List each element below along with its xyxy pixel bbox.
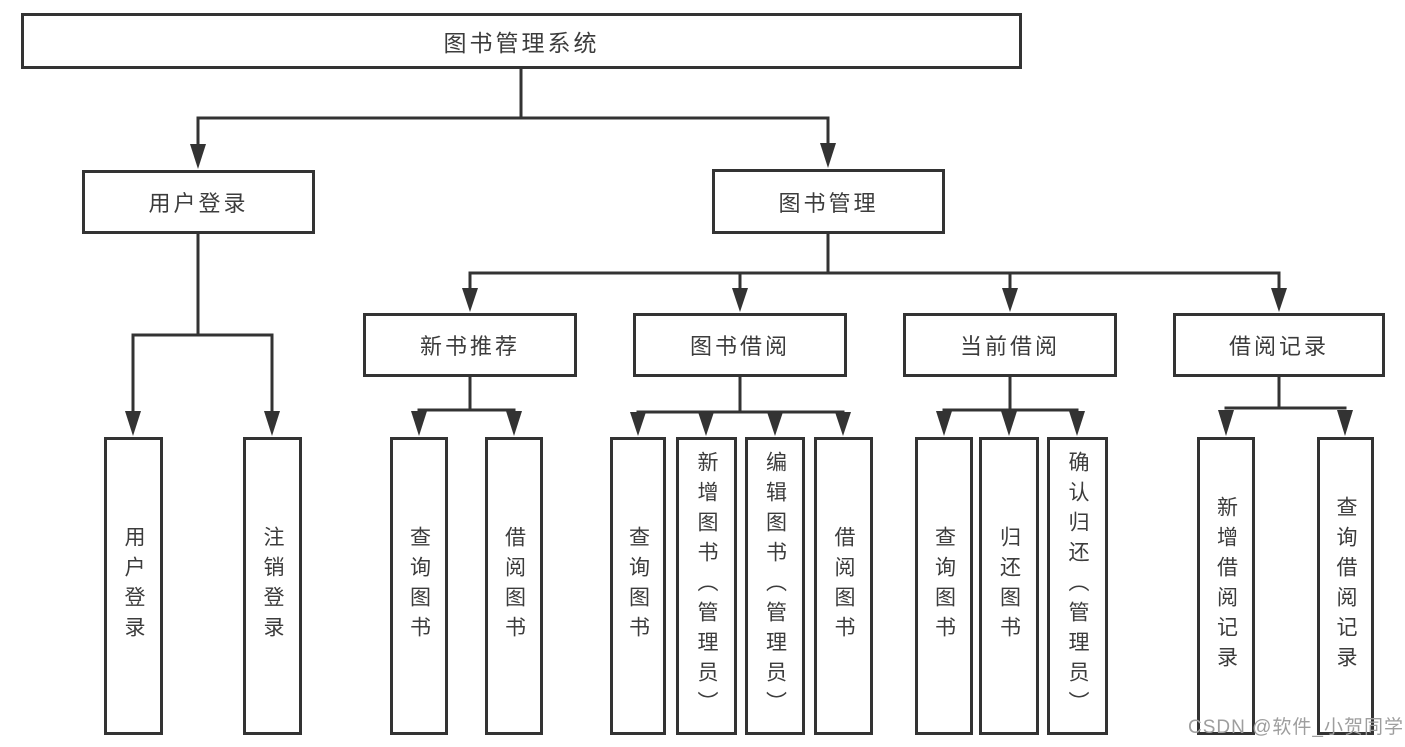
node-label: 用户登录 [122,526,145,646]
leaf-borrow-books: 借阅图书 [814,437,873,735]
csdn-watermark: CSDN @软件_小贺同学 [1188,717,1404,738]
node-label: 借阅图书 [502,526,526,646]
node-label: 图书管理 [778,190,879,216]
leaf-query-books-borrow: 查询图书 [610,437,666,735]
leaf-borrow-books-recommend: 借阅图书 [485,437,543,735]
node-label: 新增借阅记录 [1214,496,1238,676]
leaf-user-login: 用户登录 [104,437,163,735]
node-user-login: 用户登录 [82,170,315,234]
node-label: 查询图书 [626,526,650,646]
node-current-borrow: 当前借阅 [903,313,1117,377]
node-label: 借阅图书 [832,526,855,646]
node-label: 归还图书 [997,526,1021,646]
node-label: 编辑图书（管理员） [763,451,787,721]
leaf-confirm-return-admin: 确认归还（管理员） [1047,437,1108,735]
leaf-query-borrow-record: 查询借阅记录 [1317,437,1374,735]
leaf-query-books-recommend: 查询图书 [390,437,448,735]
node-new-book-recommend: 新书推荐 [363,313,577,377]
node-label: 新增图书（管理员） [695,451,718,721]
node-library-management-system: 图书管理系统 [21,13,1022,69]
arrowheads [125,143,1353,436]
node-label: 确认归还（管理员） [1066,451,1089,721]
node-label: 查询图书 [407,526,431,646]
node-label: 查询图书 [932,526,956,646]
node-label: 查询借阅记录 [1334,496,1357,676]
node-label: 当前借阅 [959,334,1060,359]
node-label: 新书推荐 [419,334,520,359]
node-label: 用户登录 [148,191,249,216]
leaf-add-borrow-record: 新增借阅记录 [1197,437,1255,735]
leaf-logout: 注销登录 [243,437,302,735]
node-label: 注销登录 [261,526,284,646]
leaf-add-book-admin: 新增图书（管理员） [676,437,737,735]
node-book-management: 图书管理 [712,169,945,234]
leaf-edit-book-admin: 编辑图书（管理员） [745,437,805,735]
node-book-borrow: 图书借阅 [633,313,847,377]
node-label: 图书借阅 [689,334,790,359]
node-label: 图书管理系统 [443,30,600,56]
node-label: 借阅记录 [1228,334,1329,359]
node-borrow-records: 借阅记录 [1173,313,1385,377]
leaf-return-books: 归还图书 [979,437,1039,735]
leaf-query-books-current: 查询图书 [915,437,973,735]
